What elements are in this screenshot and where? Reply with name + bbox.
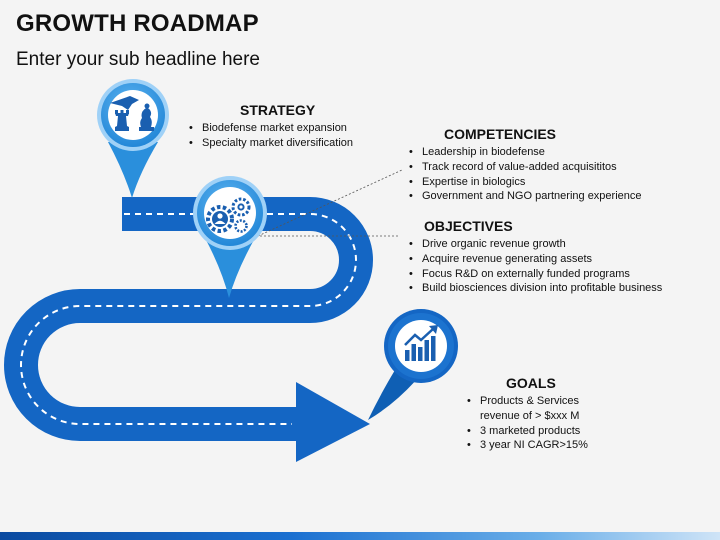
road-arrowhead bbox=[296, 382, 370, 462]
strategy-list: Biodefense market expansion Specialty ma… bbox=[188, 121, 353, 151]
gears-person-icon bbox=[206, 197, 251, 233]
page-title: GROWTH ROADMAP bbox=[16, 10, 259, 37]
pin-goals bbox=[368, 309, 458, 420]
list-item: Leadership in biodefense bbox=[408, 145, 642, 160]
list-item: Build biosciences division into profitab… bbox=[408, 281, 662, 296]
goals-heading: GOALS bbox=[506, 375, 556, 391]
list-item: 3 marketed products bbox=[466, 424, 606, 439]
chess-strategy-icon bbox=[110, 96, 154, 131]
list-item: Acquire revenue generating assets bbox=[408, 252, 662, 267]
objectives-list: Drive organic revenue growth Acquire rev… bbox=[408, 237, 662, 296]
competencies-block: COMPETENCIES Leadership in biodefense Tr… bbox=[408, 126, 642, 204]
list-item: 3 year NI CAGR>15% bbox=[466, 438, 606, 453]
list-item: Expertise in biologics bbox=[408, 175, 642, 190]
bar-chart-growth-icon bbox=[404, 325, 438, 361]
connector-competencies bbox=[257, 169, 403, 237]
pin-competencies bbox=[193, 176, 267, 298]
list-item: Government and NGO partnering experience bbox=[408, 189, 642, 204]
list-item: Track record of value-added acquisititos bbox=[408, 160, 642, 175]
competencies-heading: COMPETENCIES bbox=[444, 126, 557, 142]
list-item: Focus R&D on externally funded programs bbox=[408, 267, 662, 282]
road bbox=[4, 197, 373, 462]
goals-list: Products & Services revenue of > $xxx M … bbox=[466, 394, 606, 453]
page-subtitle: Enter your sub headline here bbox=[16, 49, 260, 70]
objectives-heading: OBJECTIVES bbox=[424, 218, 513, 234]
road-center-dashes bbox=[20, 213, 357, 425]
list-item: Products & Services revenue of > $xxx M bbox=[466, 394, 606, 424]
strategy-block: STRATEGY Biodefense market expansion Spe… bbox=[188, 102, 353, 151]
bottom-accent-bar bbox=[0, 532, 720, 540]
list-item: Drive organic revenue growth bbox=[408, 237, 662, 252]
list-item: Specialty market diversification bbox=[188, 136, 353, 151]
strategy-heading: STRATEGY bbox=[240, 102, 316, 118]
goals-block: GOALS Products & Services revenue of > $… bbox=[466, 375, 606, 453]
pin-strategy bbox=[97, 79, 169, 198]
objectives-block: OBJECTIVES Drive organic revenue growth … bbox=[408, 218, 662, 296]
list-item: Biodefense market expansion bbox=[188, 121, 353, 136]
competencies-list: Leadership in biodefense Track record of… bbox=[408, 145, 642, 204]
